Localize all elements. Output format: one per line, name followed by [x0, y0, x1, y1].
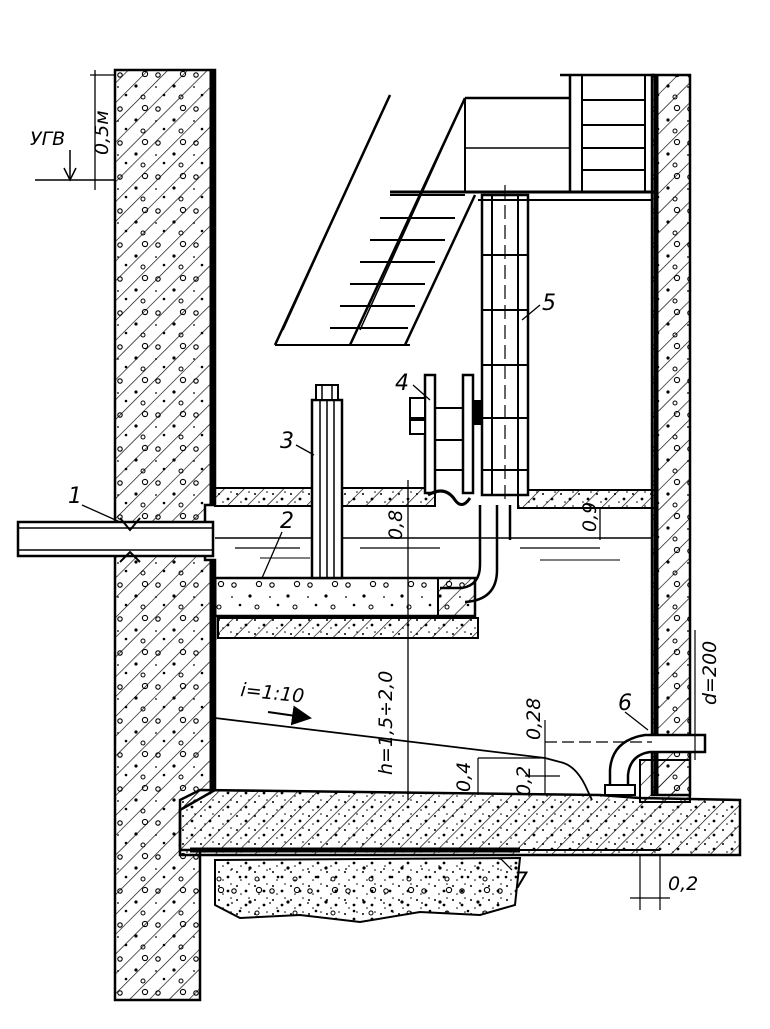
dim-08: 0,8 [385, 510, 407, 540]
right-wall [650, 73, 692, 797]
sludge-line [214, 717, 652, 801]
water-level [215, 537, 652, 561]
dim-height: h=1,5÷2,0 [375, 671, 397, 775]
gravel-base [214, 856, 522, 924]
label-1: 1 [68, 484, 82, 509]
dim-slope: i=1:10 [239, 679, 305, 708]
label-2: 2 [280, 509, 294, 534]
dim-09: 0,9 [579, 502, 601, 532]
dimension-lines [35, 70, 696, 910]
bottom-floor [178, 759, 742, 857]
screen-channel [213, 576, 479, 640]
dim-d200: d=200 [699, 641, 721, 705]
dim-04: 0,4 [453, 762, 475, 792]
handwheel-gate [409, 373, 481, 506]
label-5: 5 [542, 291, 556, 316]
inlet-pipe [16, 517, 215, 563]
label-6: 6 [618, 691, 632, 716]
ladder [480, 185, 530, 500]
dim-ugv: УГВ [30, 128, 65, 150]
curved-pipe [440, 505, 482, 590]
dim-028: 0,28 [523, 698, 545, 740]
screen-rods [310, 384, 344, 580]
label-3: 3 [280, 429, 294, 454]
dim-02a: 0,2 [513, 766, 535, 796]
dim-02b: 0,2 [668, 873, 698, 895]
staircase [273, 73, 658, 346]
label-4: 4 [395, 371, 409, 396]
label-7: 7 [514, 869, 528, 894]
dim-half-m: 0,5м [91, 110, 113, 155]
outlet-pipe [604, 733, 707, 796]
